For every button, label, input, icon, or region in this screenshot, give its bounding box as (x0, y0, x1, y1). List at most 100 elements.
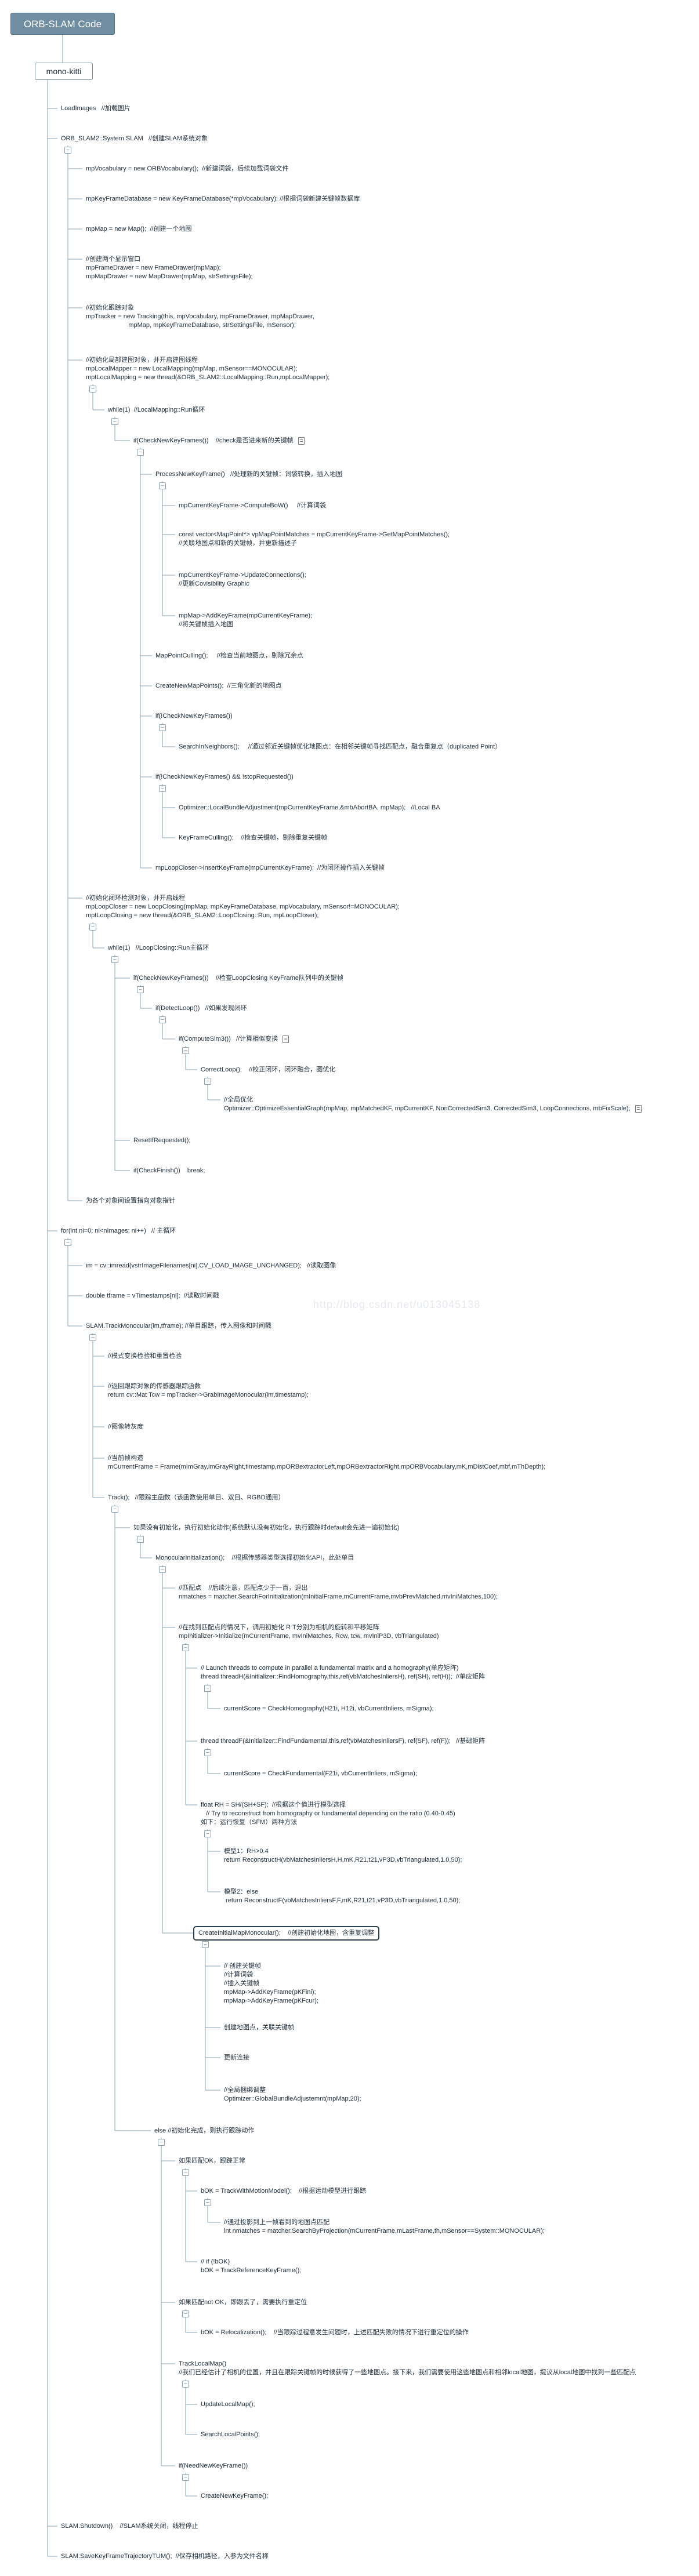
node-n17[interactable]: CreateNewMapPoints(); //三角化新的地图点 (155, 682, 282, 689)
collapse-toggle-icon[interactable]: − (64, 1239, 71, 1246)
node-n15[interactable]: mpMap->AddKeyFrame(mpCurrentKeyFrame); /… (179, 612, 313, 628)
node-n72[interactable]: SLAM.SaveKeyFrameTrajectoryTUM(); //保存相机… (61, 2553, 269, 2560)
node-n55[interactable]: // 创建关键帧 //计算词袋 //插入关键帧 mpMap->AddKeyFra… (224, 1963, 318, 2004)
node-n30[interactable]: //全局优化 Optimizer::OptimizeEssentialGraph… (224, 1096, 631, 1112)
collapse-toggle-icon[interactable]: − (182, 2310, 189, 2317)
node-n25[interactable]: while(1) //LoopClosing::Run主循环 (108, 944, 209, 951)
node-n35[interactable]: im = cv::imread(vstrImageFilenames[ni],C… (86, 1262, 336, 1269)
collapse-toggle-icon[interactable]: − (182, 2381, 189, 2388)
node-n61[interactable]: bOK = TrackWithMotionModel(); //根据运动模型进行… (201, 2188, 367, 2194)
root-node[interactable]: ORB-SLAM Code (10, 13, 115, 35)
collapse-toggle-icon[interactable]: − (159, 724, 166, 731)
collapse-toggle-icon[interactable]: − (111, 418, 118, 425)
node-n5[interactable]: mpMap = new Map(); //创建一个地图 (86, 226, 192, 232)
collapse-toggle-icon[interactable]: − (159, 785, 166, 792)
collapse-toggle-icon[interactable]: − (182, 1047, 189, 1054)
node-n43[interactable]: 如果没有初始化，执行初始化动作(系统默认没有初始化，执行跟踪时default会先… (133, 1524, 400, 1531)
node-n39[interactable]: //返回跟踪对象的传感器跟踪函数 return cv::Mat Tcw = mp… (108, 1383, 309, 1398)
collapse-toggle-icon[interactable]: − (64, 147, 71, 154)
node-n27[interactable]: if(DetectLoop()) //如果发现闭环 (155, 1005, 247, 1012)
node-n1[interactable]: LoadImages //加载图片 (61, 105, 131, 112)
collapse-toggle-icon[interactable]: − (111, 956, 118, 963)
node-n7[interactable]: //初始化跟踪对象 mpTracker = new Tracking(this,… (86, 304, 314, 329)
node-n57[interactable]: 更新连接 (224, 2054, 249, 2061)
collapse-toggle-icon[interactable]: − (182, 1644, 189, 1651)
node-n24[interactable]: //初始化闭环检测对象，并开启线程 mpLoopCloser = new Loo… (86, 895, 400, 919)
collapse-toggle-icon[interactable]: − (202, 1941, 209, 1948)
node-n60[interactable]: 如果匹配OK，跟踪正常 (179, 2157, 245, 2164)
node-n49[interactable]: thread threadF(&Initializer::FindFundame… (201, 1738, 486, 1745)
node-n4[interactable]: mpKeyFrameDatabase = new KeyFrameDatabas… (86, 195, 360, 202)
node-n53[interactable]: 模型2：else return ReconstructF(vbMatchesIn… (224, 1888, 461, 1904)
mono-kitti-node[interactable]: mono-kitti (35, 63, 93, 80)
node-n42[interactable]: Track(); //跟踪主函数（该函数使用单目、双目、RGBD通用） (108, 1494, 285, 1501)
collapse-toggle-icon[interactable]: − (158, 2139, 165, 2146)
node-n54[interactable]: CreateInitialMapMonocular(); //创建初始化地图，含… (193, 1926, 380, 1941)
node-n63[interactable]: // if (!bOK) bOK = TrackReferenceKeyFram… (201, 2258, 302, 2274)
collapse-toggle-icon[interactable]: − (137, 986, 144, 993)
node-n47[interactable]: // Launch threads to compute in parallel… (201, 1665, 486, 1680)
collapse-toggle-icon[interactable]: − (137, 1536, 144, 1543)
node-n32[interactable]: if(CheckFinish()) break; (133, 1167, 205, 1174)
collapse-toggle-icon[interactable]: − (204, 1685, 211, 1692)
node-n37[interactable]: SLAM.TrackMonocular(im,tframe); //单目跟踪，传… (86, 1322, 271, 1329)
node-n71[interactable]: SLAM.Shutdown() //SLAM系统关闭，线程停止 (61, 2523, 198, 2530)
node-n59[interactable]: else //初始化完成，则执行跟踪动作 (154, 2127, 255, 2134)
node-n22[interactable]: KeyFrameCulling(); //检查关键帧，剔除重复关键帧 (179, 834, 328, 841)
node-n11[interactable]: ProcessNewKeyFrame() //处理新的关键帧：词袋转换，插入地图 (155, 471, 343, 478)
node-n6[interactable]: //创建两个显示窗口 mpFrameDrawer = new FrameDraw… (86, 256, 253, 280)
node-n44[interactable]: MonocularInitialization(); //根据传感器类型选择初始… (155, 1554, 354, 1561)
node-n52[interactable]: 模型1：RH>0.4 return ReconstructH(vbMatches… (224, 1848, 462, 1863)
collapse-toggle-icon[interactable]: − (204, 1749, 211, 1756)
node-n9[interactable]: while(1) //LocalMapping::Run循环 (108, 406, 205, 413)
collapse-toggle-icon[interactable]: − (204, 1078, 211, 1085)
node-n10[interactable]: if(CheckNewKeyFrames()) //check是否进来新的关键帧 (133, 437, 294, 444)
node-n3[interactable]: mpVocabulary = new ORBVocabulary(); //新建… (86, 165, 289, 172)
node-n50[interactable]: currentScore = CheckFundamental(F21i, vb… (224, 1770, 417, 1777)
node-n33[interactable]: 为各个对象间设置指向对象指针 (86, 1197, 175, 1204)
node-n40[interactable]: //图像转灰度 (108, 1423, 144, 1430)
node-n68[interactable]: SearchLocalPoints(); (201, 2431, 260, 2438)
node-n58[interactable]: //全局捆绑调整 Optimizer::GlobalBundleAdjustem… (224, 2087, 361, 2102)
collapse-toggle-icon[interactable]: − (89, 924, 96, 931)
node-n12[interactable]: mpCurrentKeyFrame->ComputeBoW() //计算词袋 (179, 502, 326, 509)
node-n48[interactable]: currentScore = CheckHomography(H21i, H12… (224, 1705, 434, 1712)
node-n16[interactable]: MapPointCulling(); //检查当前地图点，剔除冗余点 (155, 652, 303, 659)
node-n51[interactable]: float RH = SH/(SH+SF); //根据这个值进行模型选择 // … (201, 1801, 455, 1826)
node-n8[interactable]: //初始化局部建图对象，并开启建图线程 mpLocalMapper = new … (86, 357, 330, 381)
node-n23[interactable]: mpLoopCloser->InsertKeyFrame(mpCurrentKe… (155, 864, 385, 871)
collapse-toggle-icon[interactable]: − (159, 1566, 166, 1573)
node-n19[interactable]: SearchInNeighbors(); //通过邻近关键帧优化地图点：在相邻关… (179, 743, 502, 750)
node-n14[interactable]: mpCurrentKeyFrame->UpdateConnections(); … (179, 572, 306, 587)
node-n13[interactable]: const vector<MapPoint*> vpMapPointMatche… (179, 531, 450, 547)
node-n36[interactable]: double tframe = vTimestamps[ni]; //读取时间戳 (86, 1292, 219, 1299)
collapse-toggle-icon[interactable]: − (159, 482, 166, 489)
node-n26[interactable]: if(CheckNewKeyFrames()) //检查LoopClosing … (133, 975, 343, 982)
node-n69[interactable]: if(NeedNewKeyFrame()) (179, 2462, 248, 2469)
node-n18[interactable]: if(!CheckNewKeyFrames()) (155, 713, 233, 720)
node-n31[interactable]: ResetIfRequested(); (133, 1137, 191, 1144)
collapse-toggle-icon[interactable]: − (159, 1016, 166, 1023)
node-n21[interactable]: Optimizer::LocalBundleAdjustment(mpCurre… (179, 804, 440, 811)
node-n46[interactable]: //在找到匹配点的情况下，调用初始化 R T分别为相机的旋转和平移矩阵 mpIn… (179, 1624, 439, 1640)
node-n41[interactable]: //当前帧构造 mCurrentFrame = Frame(mImGray,im… (108, 1455, 546, 1470)
collapse-toggle-icon[interactable]: − (89, 1334, 96, 1341)
node-n70[interactable]: CreateNewKeyFrame(); (201, 2493, 269, 2499)
collapse-toggle-icon[interactable]: − (182, 2474, 189, 2481)
collapse-toggle-icon[interactable]: − (111, 1506, 118, 1513)
node-n34[interactable]: for(int ni=0; ni<nImages; ni++) // 主循环 (61, 1227, 176, 1234)
node-n65[interactable]: bOK = Relocalization(); //当跟踪过程意发生问题时，上述… (201, 2329, 469, 2336)
collapse-toggle-icon[interactable]: − (204, 1830, 211, 1837)
node-n56[interactable]: 创建地图点，关联关键帧 (224, 2024, 294, 2031)
node-n67[interactable]: UpdateLocalMap(); (201, 2401, 255, 2408)
collapse-toggle-icon[interactable]: − (204, 2199, 211, 2206)
node-n66[interactable]: TrackLocalMap() //我们已经估计了相机的位置，并且在跟踪关键帧的… (179, 2360, 636, 2376)
collapse-toggle-icon[interactable]: − (137, 449, 144, 456)
collapse-toggle-icon[interactable]: − (182, 2169, 189, 2176)
collapse-toggle-icon[interactable]: − (89, 386, 96, 393)
node-n28[interactable]: if(ComputeSim3()) //计算相似变换 (179, 1036, 278, 1042)
node-n45[interactable]: //匹配点 //后续注意，匹配点少于一百，退出 nmatches = match… (179, 1585, 498, 1600)
node-n2[interactable]: ORB_SLAM2::System SLAM //创建SLAM系统对象 (61, 135, 208, 142)
node-n38[interactable]: //模式变换检验和重置检验 (108, 1353, 182, 1360)
node-n64[interactable]: 如果匹配not OK，即跟丢了，需要执行重定位 (179, 2299, 307, 2306)
